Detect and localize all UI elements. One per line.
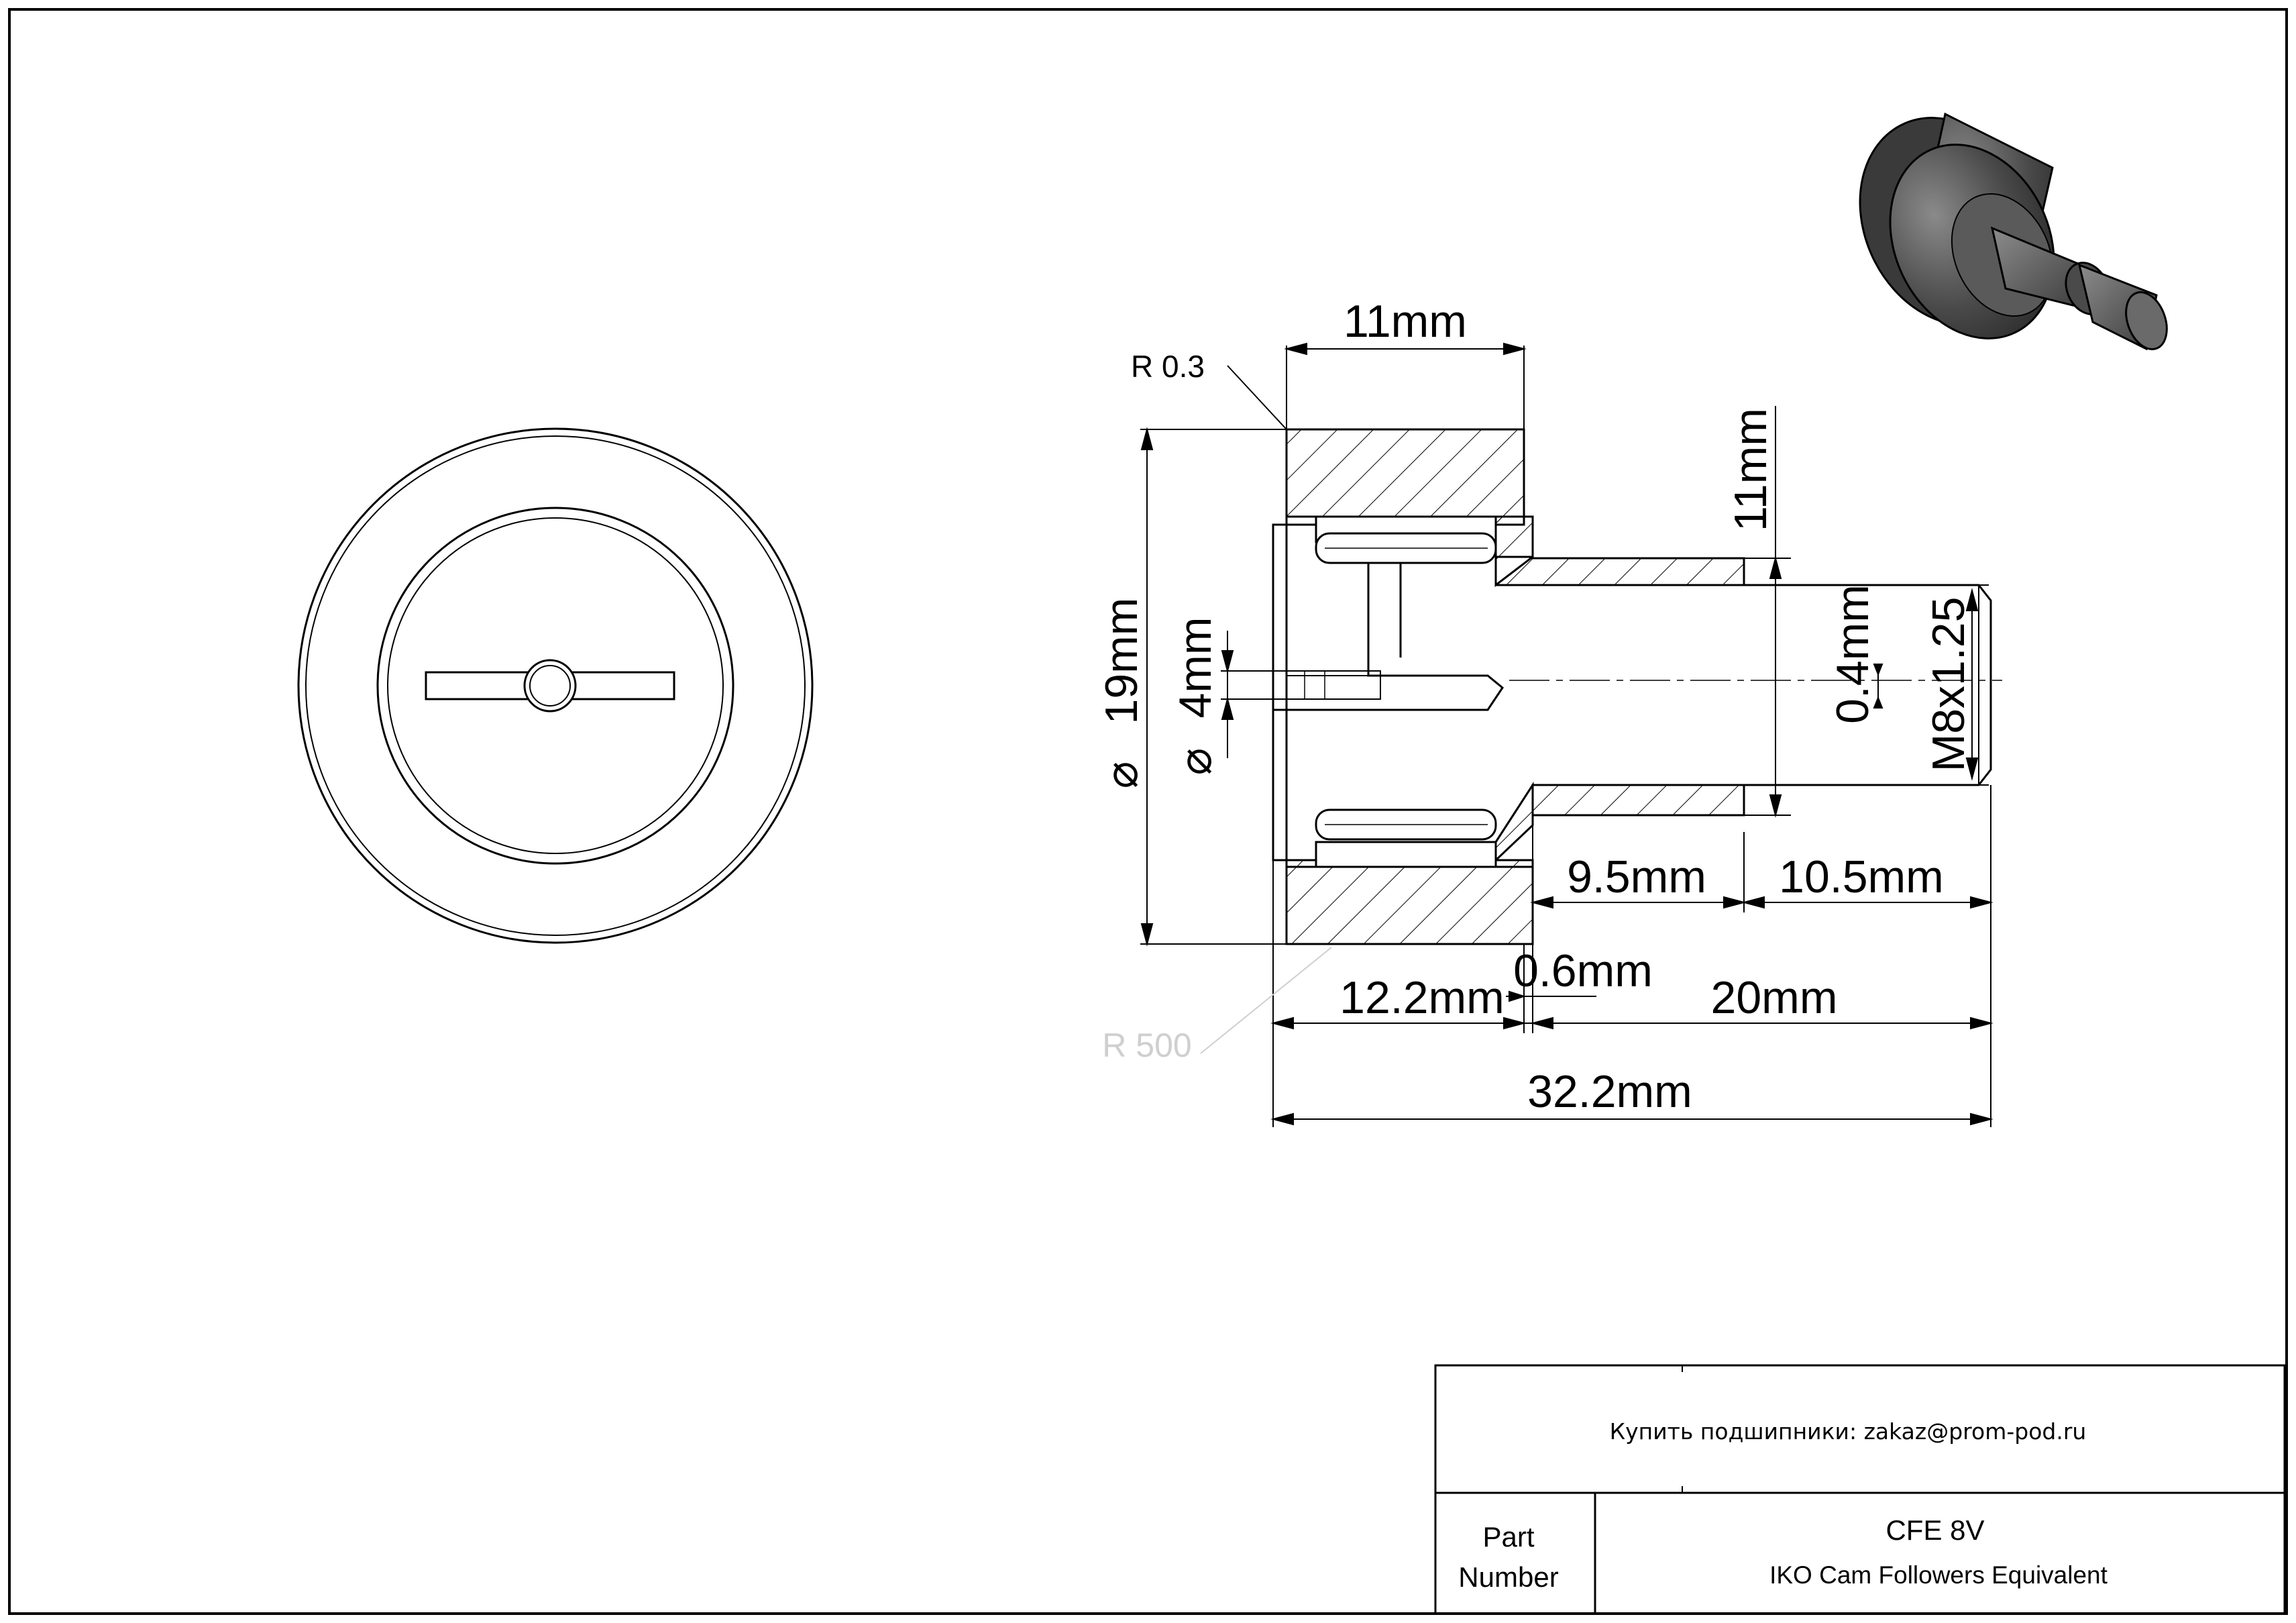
diameter-symbol-icon: ⌀	[1170, 748, 1221, 776]
grease-hole	[1272, 670, 1381, 700]
outer-ring-inner	[305, 435, 806, 936]
dim-outer-diameter: ⌀ 19mm	[1096, 598, 1147, 789]
threaded-shank	[1533, 584, 1992, 786]
dim-head-width: 12.2mm	[1340, 972, 1505, 1023]
inner-ring-outer	[376, 507, 734, 865]
stud-core	[1273, 564, 1505, 711]
inner-ring-inner	[387, 517, 724, 854]
outer-ring-section-top	[1285, 428, 1525, 526]
dim-shank-length-vertical: 11mm	[1725, 408, 1776, 531]
dimension-lines	[1140, 342, 1993, 1127]
part-description: IKO Cam Followers Equivalent	[1769, 1561, 2108, 1589]
dim-hole-diameter: ⌀ 4mm	[1170, 617, 1221, 775]
dim-stud-length: 20mm	[1711, 972, 1838, 1023]
dim-thread-length: 10.5mm	[1779, 851, 1944, 902]
part-label-line1: Part	[1482, 1521, 1534, 1553]
center-hole-inner	[529, 665, 571, 706]
inner-body-bottom	[1287, 841, 1533, 868]
diameter-symbol-icon: ⌀	[1096, 762, 1147, 789]
side-plate-bottom	[1494, 781, 1534, 863]
svg-text:4mm: 4mm	[1170, 617, 1221, 718]
dim-shoulder-length: 9.5mm	[1567, 851, 1706, 902]
dim-overall-length: 32.2mm	[1527, 1066, 1692, 1117]
page-border	[8, 8, 2288, 1615]
stud-head-outline	[1272, 523, 1288, 861]
dim-offset: 0.4mm	[1827, 584, 1878, 724]
front-view	[297, 427, 814, 944]
outer-ring-outer	[297, 427, 814, 944]
dim-radius-crown: R 500	[1102, 1027, 1191, 1064]
dim-radius-corner: R 0.3	[1131, 349, 1205, 384]
outer-ring-section-bottom	[1285, 859, 1534, 945]
part-number: CFE 8V	[1885, 1514, 1984, 1546]
3d-cam-follower-render	[1859, 112, 2168, 351]
svg-text:19mm: 19mm	[1096, 598, 1147, 725]
section-view	[1272, 428, 2002, 945]
contact-text: Купить подшипники: zakaz@prom-pod.ru	[1610, 1418, 2087, 1445]
shoulder-section-bottom	[1531, 784, 1745, 817]
dim-thread: M8x1.25	[1923, 597, 1974, 772]
shoulder-section-top	[1494, 556, 1745, 586]
dim-gap: 0.6mm	[1513, 945, 1653, 996]
dim-width-top: 11mm	[1344, 296, 1467, 347]
title-block: Купить подшипники: zakaz@prom-pod.ru Par…	[1434, 1364, 2286, 1615]
part-label-line2: Number	[1458, 1561, 1558, 1593]
r500-leader	[1200, 947, 1332, 1054]
